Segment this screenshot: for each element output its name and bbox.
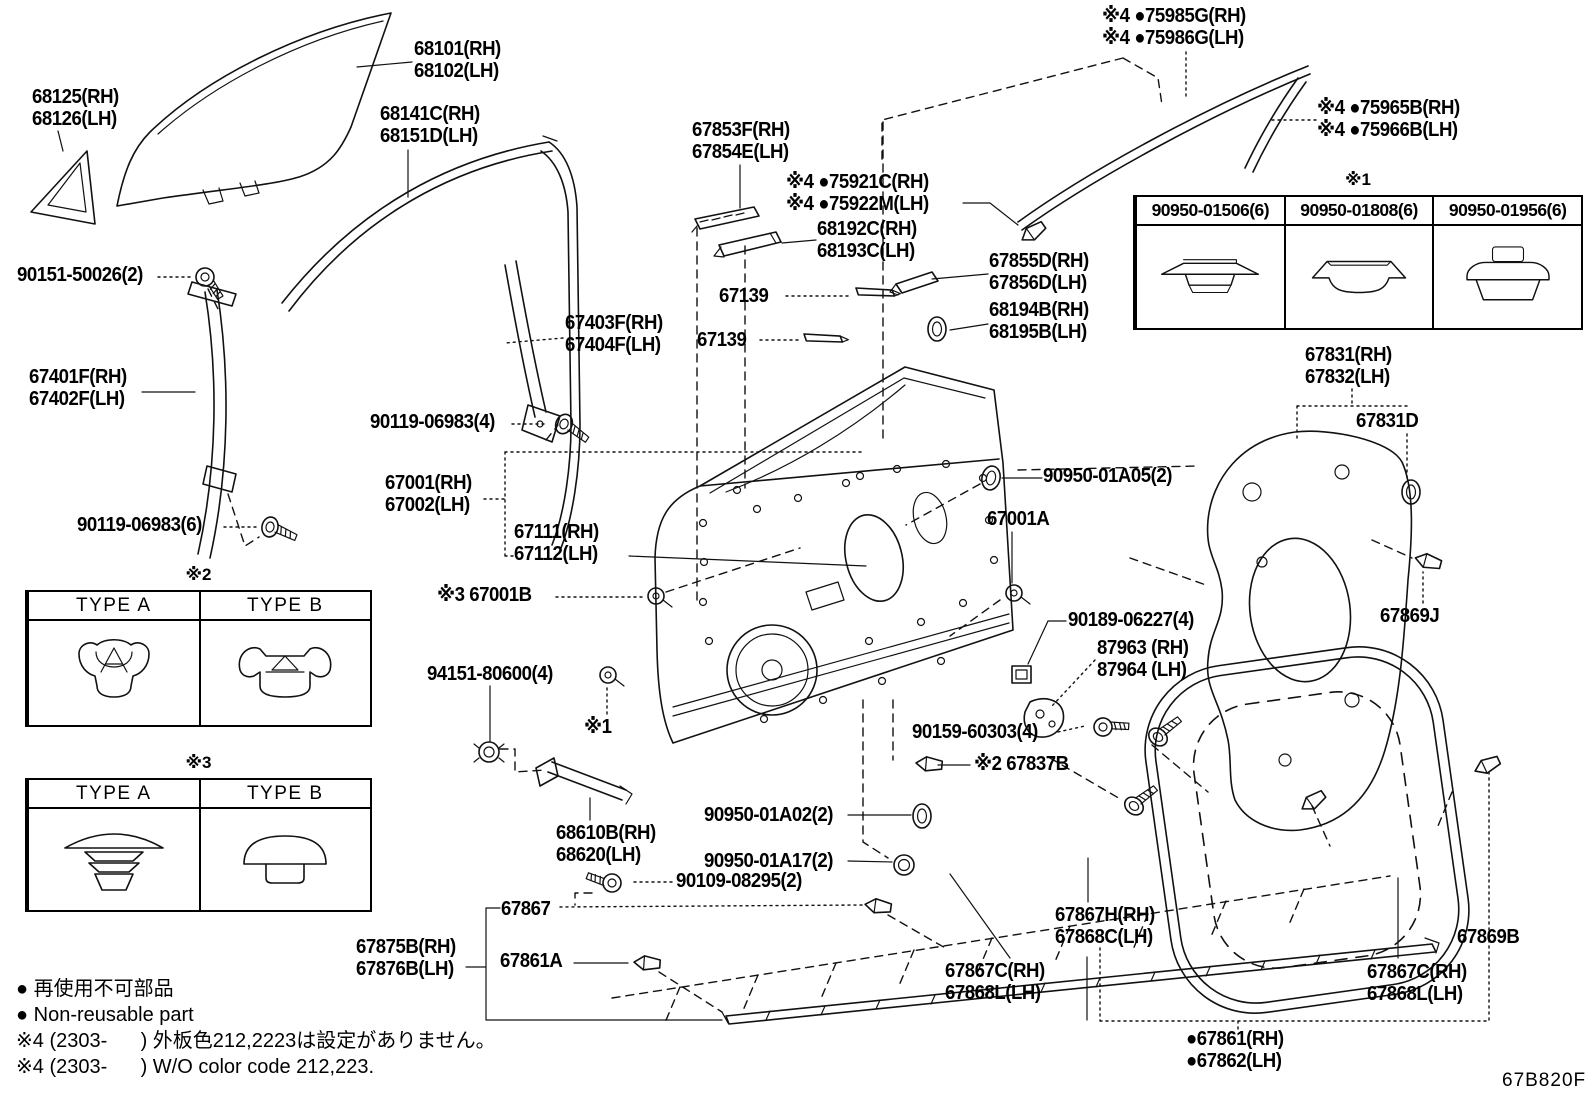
table-note2-col-2: TYPE B xyxy=(198,592,371,725)
label-68192C: 68192C(RH)68193C(LH) xyxy=(817,218,917,262)
dome-grommet-icon xyxy=(1286,226,1433,328)
legend-line: ● Non-reusable part xyxy=(16,1004,194,1026)
table-note1-col-3: 90950-01956(6) xyxy=(1432,197,1582,328)
service-hole-cover-drawing xyxy=(1208,431,1412,830)
label-75985G: ※4 ●75985G(RH)※4 ●75986G(LH) xyxy=(1102,5,1246,49)
fasteners xyxy=(191,218,1503,972)
plug-type-table: ※3 TYPE A TYPE B xyxy=(25,753,372,912)
label-67837B: ※2 67837B xyxy=(974,753,1069,775)
label-67875B: 67875B(RH)67876B(LH) xyxy=(356,936,456,980)
umbrella-plug-icon xyxy=(29,809,199,910)
table-note3-caption: ※3 xyxy=(185,753,212,772)
label-67869B: 67869B xyxy=(1457,926,1520,948)
label-68610B: 68610B(RH)68620(LH) xyxy=(556,822,656,866)
table-note2-col-1: TYPE A xyxy=(27,592,199,725)
glass-guide-rail-drawing xyxy=(536,758,632,804)
label-67401F: 67401F(RH)67402F(LH) xyxy=(29,366,127,410)
label-67867: 67867 xyxy=(501,898,551,920)
label-67867H: 67867H(RH)67868C(LH) xyxy=(1055,904,1155,948)
label-67861: ●67861(RH)●67862(LH) xyxy=(1186,1028,1284,1072)
door-weatherstrip-loop-drawing xyxy=(1134,636,1480,1024)
rear-lower-channel-drawing xyxy=(505,261,560,442)
table-note1-header-1: 90950-01506(6) xyxy=(1137,197,1284,226)
label-68101: 68101(RH)68102(LH) xyxy=(414,38,501,82)
label-90950-01A02: 90950-01A02(2) xyxy=(704,804,833,826)
label-67831D: 67831D xyxy=(1356,410,1419,432)
label-75965B: ※4 ●75965B(RH)※4 ●75966B(LH) xyxy=(1317,97,1460,141)
label-note1-mark: ※1 xyxy=(584,716,612,738)
table-note1-header-2: 90950-01808(6) xyxy=(1285,197,1433,226)
label-90950-01A17: 90950-01A17(2) xyxy=(704,850,833,872)
label-67111: 67111(RH)67112(LH) xyxy=(514,521,599,565)
label-67001B: ※3 67001B xyxy=(437,584,532,606)
label-90189-06227: 90189-06227(4) xyxy=(1068,609,1194,631)
table-note2-header-2: TYPE B xyxy=(200,592,370,621)
label-90950-01A05: 90950-01A05(2) xyxy=(1043,465,1172,487)
vent-glass-trim-drawing xyxy=(31,151,95,224)
label-67867C-left: 67867C(RH)67868L(LH) xyxy=(945,960,1045,1004)
table-note3-header-2: TYPE B xyxy=(200,780,370,809)
clip-type-a-icon xyxy=(29,621,199,725)
legend-line: ※4 (2303- ) 外板色212,2223は設定がありません。 xyxy=(16,1030,496,1052)
label-87963: 87963 (RH)87964 (LH) xyxy=(1097,637,1189,681)
label-90119-06983-6: 90119-06983(6) xyxy=(77,514,202,536)
door-lock-drawing xyxy=(1012,666,1063,737)
label-68125: 68125(RH)68126(LH) xyxy=(32,86,119,130)
outer-belt-molding-drawing xyxy=(612,876,1439,1025)
label-90119-06983-4: 90119-06983(4) xyxy=(370,411,495,433)
label-67001: 67001(RH)67002(LH) xyxy=(385,472,472,516)
table-note3-col-1: TYPE A xyxy=(27,780,199,910)
label-75921C: ※4 ●75921C(RH)※4 ●75922M(LH) xyxy=(786,171,929,215)
table-note2-caption: ※2 xyxy=(185,565,212,584)
label-94151-80600: 94151-80600(4) xyxy=(427,663,553,685)
table-note3-header-1: TYPE A xyxy=(29,780,199,809)
table-note1-header-3: 90950-01956(6) xyxy=(1434,197,1582,226)
label-67869J: 67869J xyxy=(1380,605,1440,627)
label-90109-08295: 90109-08295(2) xyxy=(676,870,802,892)
label-67139-upper: 67139 xyxy=(719,285,769,307)
legend: ● 再使用不可部品 ● Non-reusable part ※4 (2303- ) … xyxy=(16,976,496,1080)
table-note1-col-1: 90950-01506(6) xyxy=(1135,197,1284,328)
door-glass-drawing xyxy=(117,13,391,206)
label-67001A: 67001A xyxy=(987,508,1050,530)
clip-type-b-icon xyxy=(201,621,371,725)
label-67855D: 67855D(RH)67856D(LH) xyxy=(989,250,1089,294)
label-67403F: 67403F(RH)67404F(LH) xyxy=(565,312,663,356)
label-90151-50026: 90151-50026(2) xyxy=(17,264,143,286)
front-run-channel-drawing xyxy=(188,282,259,558)
legend-line: ※4 (2303- ) W/O color code 212,223. xyxy=(16,1056,375,1078)
table-note1-col-2: 90950-01808(6) xyxy=(1283,197,1433,328)
label-67831: 67831(RH)67832(LH) xyxy=(1305,344,1392,388)
label-67853F: 67853F(RH)67854E(LH) xyxy=(692,119,790,163)
table-note1-caption: ※1 xyxy=(1345,170,1371,189)
label-67139-lower: 67139 xyxy=(697,329,747,351)
leader-lines xyxy=(58,52,1489,1029)
grommet-variant-table: ※1 90950-01506(6) 90950-01808(6) 90950-0… xyxy=(1133,170,1583,330)
legend-line: ● 再使用不可部品 xyxy=(16,978,174,1000)
label-67861A: 67861A xyxy=(500,950,563,972)
flat-grommet-icon xyxy=(1137,226,1284,328)
diagram-code: 67B820F xyxy=(1502,1070,1587,1091)
clip-type-table: ※2 TYPE A TYPE B xyxy=(25,565,372,727)
belt-molding-drawings xyxy=(692,66,1310,295)
table-note3-col-2: TYPE B xyxy=(198,780,371,910)
label-90159-60303: 90159-60303(4) xyxy=(912,721,1038,743)
table-note2-header-1: TYPE A xyxy=(29,592,199,621)
dome-plug-icon xyxy=(201,809,371,910)
label-68194B: 68194B(RH)68195B(LH) xyxy=(989,299,1089,343)
label-67867C-right: 67867C(RH)67868L(LH) xyxy=(1367,961,1467,1005)
door-panel-drawing xyxy=(655,367,1013,743)
tab-grommet-icon xyxy=(1434,226,1581,328)
label-68141C: 68141C(RH)68151D(LH) xyxy=(380,103,480,147)
